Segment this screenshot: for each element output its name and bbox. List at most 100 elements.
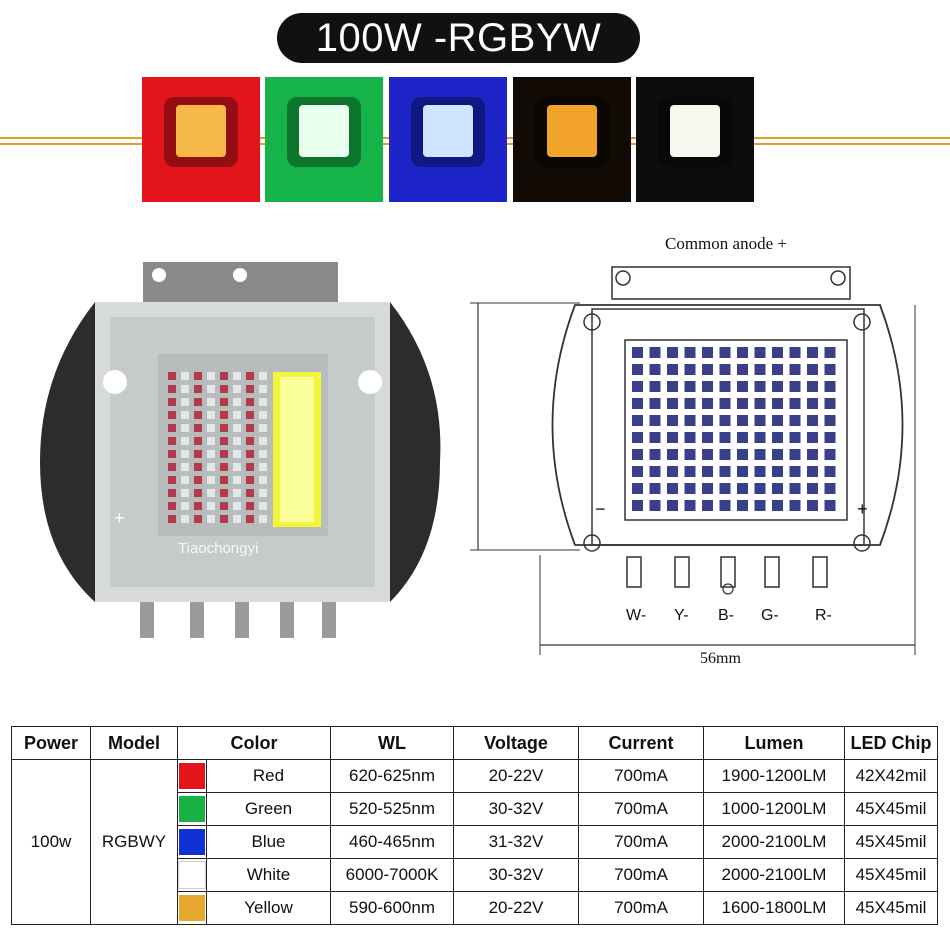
grid-chip bbox=[684, 466, 696, 477]
led-die bbox=[246, 463, 254, 471]
led-die bbox=[168, 411, 176, 419]
cell-wl: 460-465nm bbox=[330, 825, 454, 859]
grid-chip bbox=[772, 466, 783, 477]
cell-wl: 6000-7000K bbox=[330, 858, 454, 892]
grid-chip bbox=[772, 449, 783, 460]
grid-chip bbox=[754, 466, 766, 477]
led-die bbox=[207, 515, 215, 523]
cell-voltage: 20-22V bbox=[453, 891, 579, 925]
cell-lumen: 2000-2100LM bbox=[703, 858, 845, 892]
grid-chip bbox=[754, 364, 766, 375]
dimension-label: 56mm bbox=[700, 650, 741, 667]
grid-chip bbox=[684, 449, 696, 460]
cell-model: RGBWY bbox=[90, 759, 178, 925]
grid-chip bbox=[667, 347, 678, 358]
grid-chip bbox=[754, 432, 766, 443]
grid-chip bbox=[789, 432, 801, 443]
color-swatch bbox=[177, 792, 207, 826]
grid-chip bbox=[684, 398, 696, 409]
pin-label-r: R- bbox=[815, 607, 832, 624]
led-die bbox=[207, 450, 215, 458]
header-led-chip: LED Chip bbox=[844, 726, 938, 760]
grid-chip bbox=[807, 347, 818, 358]
led-die bbox=[207, 437, 215, 445]
grid-chip bbox=[754, 483, 766, 494]
grid-chip bbox=[789, 449, 801, 460]
grid-chip bbox=[789, 466, 801, 477]
grid-chip bbox=[649, 347, 661, 358]
pin-label-y: Y- bbox=[674, 607, 689, 624]
led-die bbox=[220, 502, 228, 510]
color-swatch bbox=[177, 858, 207, 892]
led-die bbox=[194, 372, 202, 380]
table-row: Blue 460-465nm 31-32V 700mA 2000-2100LM … bbox=[12, 825, 938, 859]
grid-chip bbox=[719, 466, 731, 477]
led-die bbox=[259, 515, 267, 523]
grid-chip bbox=[789, 483, 801, 494]
grid-chip bbox=[702, 483, 713, 494]
led-die bbox=[246, 450, 254, 458]
grid-chip bbox=[719, 449, 731, 460]
grid-chip bbox=[632, 398, 643, 409]
grid-chip bbox=[667, 381, 678, 392]
led-die bbox=[220, 411, 228, 419]
grid-chip bbox=[737, 449, 748, 460]
grid-chip bbox=[737, 347, 748, 358]
photo-plus-label: + bbox=[114, 508, 125, 528]
header-current: Current bbox=[578, 726, 704, 760]
grid-chip bbox=[789, 398, 801, 409]
diagram-minus: − bbox=[595, 499, 606, 519]
grid-chip bbox=[719, 415, 731, 426]
grid-chip bbox=[807, 364, 818, 375]
grid-chip bbox=[702, 466, 713, 477]
led-die bbox=[194, 463, 202, 471]
cell-current: 700mA bbox=[578, 825, 704, 859]
grid-chip bbox=[737, 364, 748, 375]
header-lumen: Lumen bbox=[703, 726, 845, 760]
grid-chip bbox=[772, 500, 783, 511]
cell-current: 700mA bbox=[578, 858, 704, 892]
led-die bbox=[246, 411, 254, 419]
grid-chip bbox=[649, 500, 661, 511]
grid-chip bbox=[649, 449, 661, 460]
led-die bbox=[259, 463, 267, 471]
led-die bbox=[233, 424, 241, 432]
table-row: Yellow 590-600nm 20-22V 700mA 1600-1800L… bbox=[12, 891, 938, 925]
grid-chip bbox=[772, 381, 783, 392]
led-die bbox=[220, 463, 228, 471]
grid-chip bbox=[754, 398, 766, 409]
led-die bbox=[246, 372, 254, 380]
grid-chip bbox=[737, 432, 748, 443]
grid-chip bbox=[719, 432, 731, 443]
grid-chip bbox=[737, 381, 748, 392]
grid-chip bbox=[772, 347, 783, 358]
led-die bbox=[246, 398, 254, 406]
grid-chip bbox=[754, 449, 766, 460]
led-die bbox=[168, 437, 176, 445]
led-die bbox=[220, 385, 228, 393]
led-die bbox=[168, 372, 176, 380]
led-die bbox=[181, 450, 189, 458]
grid-chip bbox=[772, 415, 783, 426]
grid-chip bbox=[719, 347, 731, 358]
grid-chip bbox=[754, 347, 766, 358]
cell-lumen: 1000-1200LM bbox=[703, 792, 845, 826]
led-die bbox=[168, 502, 176, 510]
grid-chip bbox=[632, 466, 643, 477]
grid-chip bbox=[824, 466, 836, 477]
led-die bbox=[233, 450, 241, 458]
led-die bbox=[259, 385, 267, 393]
grid-chip bbox=[789, 364, 801, 375]
swatch-box-green bbox=[179, 796, 205, 822]
grid-chip bbox=[719, 381, 731, 392]
led-die bbox=[220, 424, 228, 432]
grid-chip bbox=[824, 398, 836, 409]
grid-chip bbox=[824, 432, 836, 443]
color-swatch bbox=[177, 759, 207, 793]
led-die bbox=[246, 502, 254, 510]
photo-watermark: Tiaochongyi bbox=[178, 540, 259, 557]
grid-chip bbox=[684, 500, 696, 511]
led-die bbox=[246, 476, 254, 484]
cell-power: 100w bbox=[11, 759, 91, 925]
grid-chip bbox=[737, 415, 748, 426]
